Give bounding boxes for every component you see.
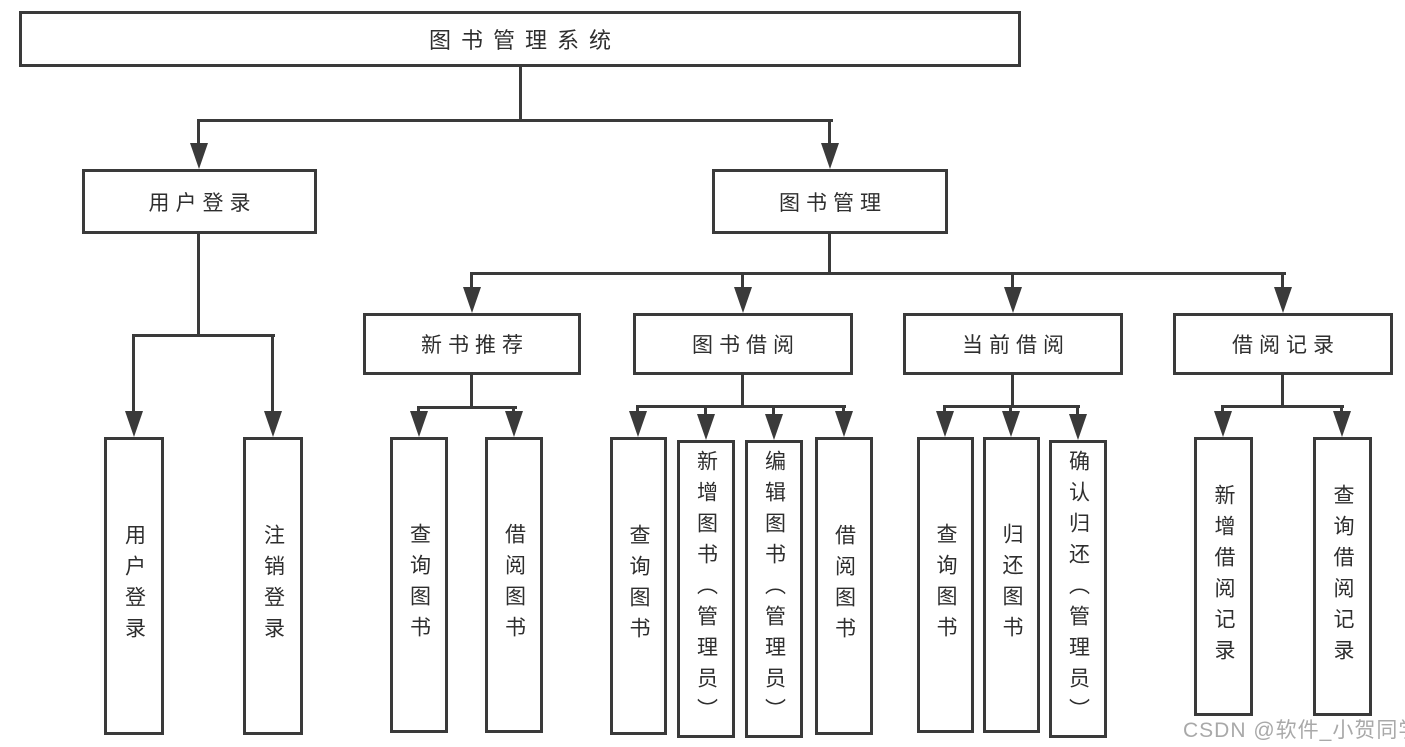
connector-line — [197, 122, 200, 147]
arrow-head-icon — [1069, 414, 1087, 440]
leaf-query-books-current-label: 查询图书 — [934, 523, 957, 647]
arrow-head-icon — [697, 414, 715, 440]
connector-line — [1011, 275, 1014, 289]
connector-line — [197, 119, 833, 122]
leaf-edit-book-admin-label: 编辑图书（管理员） — [762, 449, 786, 729]
connector-line — [772, 408, 775, 414]
arrow-head-icon — [1004, 287, 1022, 313]
arrow-head-icon — [1274, 287, 1292, 313]
arrow-head-icon — [1214, 411, 1232, 437]
arrow-head-icon — [125, 411, 143, 437]
node-new-book-recommendation: 新书推荐 — [363, 313, 581, 375]
connector-line — [1281, 375, 1284, 407]
arrow-head-icon — [190, 143, 208, 169]
leaf-add-book-admin-label: 新增图书（管理员） — [694, 449, 718, 729]
connector-line — [271, 337, 274, 413]
arrow-head-icon — [835, 411, 853, 437]
arrow-head-icon — [936, 411, 954, 437]
connector-line — [197, 234, 200, 336]
leaf-return-books: 归还图书 — [983, 437, 1040, 733]
connector-line — [636, 405, 846, 408]
arrow-head-icon — [264, 411, 282, 437]
arrow-head-icon — [410, 411, 428, 437]
connector-line — [943, 405, 1080, 408]
connector-line — [132, 334, 275, 337]
leaf-borrow-books-recommend: 借阅图书 — [485, 437, 543, 733]
connector-line — [1076, 408, 1079, 414]
leaf-user-login: 用户登录 — [104, 437, 164, 735]
connector-line — [519, 67, 522, 121]
connector-line — [828, 122, 831, 147]
arrow-head-icon — [629, 411, 647, 437]
connector-line — [1221, 405, 1344, 408]
arrow-head-icon — [505, 411, 523, 437]
connector-line — [470, 375, 473, 409]
leaf-query-books-borrowing-label: 查询图书 — [627, 524, 650, 648]
leaf-add-borrowing-record: 新增借阅记录 — [1194, 437, 1253, 716]
arrow-head-icon — [463, 287, 481, 313]
arrow-head-icon — [734, 287, 752, 313]
leaf-query-borrowing-record-label: 查询借阅记录 — [1331, 483, 1354, 670]
leaf-return-books-label: 归还图书 — [1000, 523, 1023, 647]
node-current-borrowing: 当前借阅 — [903, 313, 1123, 375]
connector-line — [741, 275, 744, 289]
leaf-query-books-borrowing: 查询图书 — [610, 437, 667, 735]
leaf-add-borrowing-record-label: 新增借阅记录 — [1212, 483, 1235, 670]
leaf-logout-login: 注销登录 — [243, 437, 303, 735]
leaf-query-books-recommend-label: 查询图书 — [407, 523, 431, 647]
arrow-head-icon — [821, 143, 839, 169]
node-book-borrowing: 图书借阅 — [633, 313, 853, 375]
arrow-head-icon — [1002, 411, 1020, 437]
connector-line — [470, 272, 1286, 275]
arrow-head-icon — [765, 414, 783, 440]
leaf-confirm-return-admin: 确认归还（管理员） — [1049, 440, 1107, 738]
leaf-add-book-admin: 新增图书（管理员） — [677, 440, 735, 738]
node-borrowing-records: 借阅记录 — [1173, 313, 1393, 375]
leaf-borrow-books: 借阅图书 — [815, 437, 873, 735]
connector-line — [1281, 275, 1284, 289]
leaf-query-books-current: 查询图书 — [917, 437, 974, 733]
leaf-confirm-return-admin-label: 确认归还（管理员） — [1066, 449, 1090, 729]
leaf-query-books-recommend: 查询图书 — [390, 437, 448, 733]
connector-line — [1011, 375, 1014, 407]
leaf-edit-book-admin: 编辑图书（管理员） — [745, 440, 803, 738]
leaf-borrow-books-recommend-label: 借阅图书 — [502, 523, 526, 647]
arrow-head-icon — [1333, 411, 1351, 437]
connector-line — [704, 408, 707, 414]
connector-line — [417, 406, 517, 409]
connector-line — [132, 337, 135, 413]
connector-line — [741, 375, 744, 407]
leaf-logout-login-label: 注销登录 — [261, 524, 285, 648]
connector-line — [470, 275, 473, 289]
node-library-management-system: 图书管理系统 — [19, 11, 1021, 67]
watermark: CSDN @软件_小贺同学 — [1183, 719, 1405, 742]
leaf-query-borrowing-record: 查询借阅记录 — [1313, 437, 1372, 716]
leaf-user-login-label: 用户登录 — [122, 524, 146, 648]
connector-line — [828, 234, 831, 274]
node-book-management: 图书管理 — [712, 169, 948, 234]
leaf-borrow-books-label: 借阅图书 — [832, 524, 856, 648]
node-user-login: 用户登录 — [82, 169, 317, 234]
